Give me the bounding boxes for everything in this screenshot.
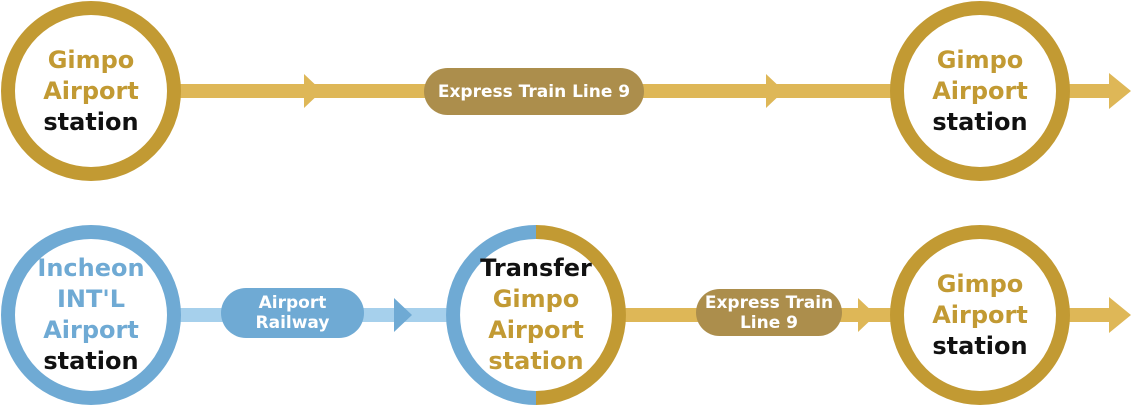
station-name-line: INT'L — [56, 285, 126, 313]
segment-label-line: Express Train — [704, 292, 834, 313]
route1-end-arrow — [1109, 73, 1131, 109]
station-name-line: Gimpo — [47, 45, 135, 74]
station-word: station — [43, 347, 139, 375]
route2-tail-line — [1065, 308, 1109, 322]
transfer-ring-gold-half — [535, 225, 626, 405]
transfer-station-label: Transfer Gimpo Airport station — [461, 240, 611, 390]
route1-start-station-label: Gimpo Airport station — [16, 16, 166, 166]
segment-label-line: Line 9 — [739, 312, 799, 333]
station-name-line: Airport — [932, 76, 1028, 105]
route1-tail-line — [1065, 84, 1109, 98]
station-word: station — [43, 107, 139, 136]
route2-express-line9-label: Express Train Line 9 — [696, 289, 842, 336]
route2-arrow-blue — [394, 298, 412, 332]
station-word: station — [932, 331, 1028, 360]
route1-start-station-ring — [1, 1, 181, 181]
station-name-line: Airport — [43, 76, 139, 105]
route2-start-station-label: Incheon INT'L Airport station — [16, 240, 166, 390]
station-name-line: Incheon — [37, 254, 145, 282]
station-word: station — [932, 107, 1028, 136]
route2-end-arrow — [1109, 297, 1131, 333]
transfer-ring-blue-half — [446, 225, 537, 405]
station-name-line: Gimpo — [936, 45, 1024, 74]
transfer-station-fill — [453, 232, 619, 398]
route2-end-station-label: Gimpo Airport station — [905, 240, 1055, 390]
station-name-line: Airport — [932, 300, 1028, 329]
station-word: station — [488, 347, 584, 375]
route1-arrow-2 — [766, 74, 784, 108]
route1-arrow-1 — [304, 74, 322, 108]
route2-end-station-ring — [890, 225, 1070, 405]
route1-end-station-ring — [890, 1, 1070, 181]
route2-airport-railway-label: Airport Railway — [221, 288, 364, 338]
station-name-line: Airport — [488, 316, 584, 344]
station-name-line: Gimpo — [936, 269, 1024, 298]
segment-label-text: Express Train Line 9 — [437, 81, 631, 102]
route1-end-station-label: Gimpo Airport station — [905, 16, 1055, 166]
route2-arrow-gold — [858, 298, 876, 332]
route1-express-line9-label: Express Train Line 9 — [424, 68, 644, 115]
segment-label-line: Railway — [255, 313, 330, 333]
route2-start-station-ring — [1, 225, 181, 405]
transfer-word: Transfer — [480, 254, 592, 282]
segment-label-line: Airport — [258, 293, 327, 313]
station-name-line: Gimpo — [492, 285, 580, 313]
station-name-line: Airport — [43, 316, 139, 344]
